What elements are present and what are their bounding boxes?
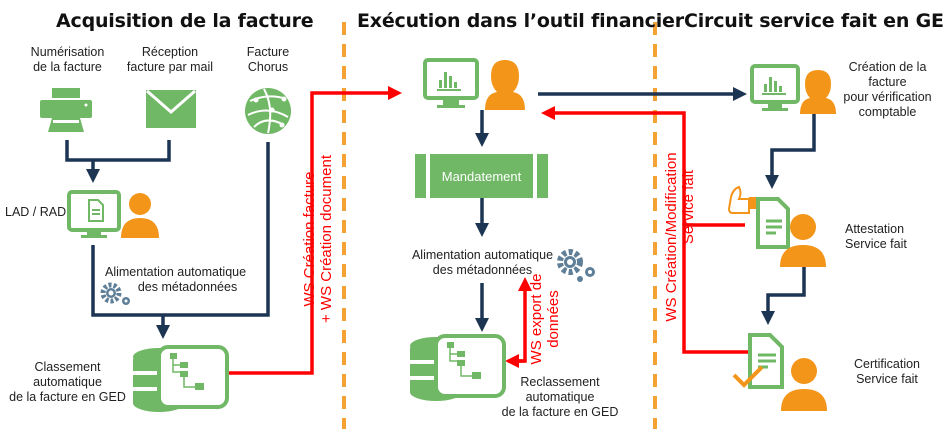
flow-arrow: [761, 265, 806, 325]
section-title-circuit: Circuit service fait en GED: [684, 10, 945, 32]
finance-workstation-icon: [423, 58, 525, 110]
flow-arrow: [65, 140, 171, 162]
mandatement-label: Mandatement: [430, 154, 533, 198]
certification-document-icon: [732, 333, 827, 411]
lad-rad-label: LAD / RAD: [5, 205, 67, 219]
ws-export-flow: [508, 277, 532, 363]
ws-creation-flow: [228, 86, 402, 375]
globe-network-icon: [245, 88, 291, 134]
printer-icon: [40, 88, 92, 132]
gears-icon: [100, 282, 130, 305]
mandatement-step: Mandatement: [415, 154, 550, 198]
lad-rad-workstation-icon: [67, 190, 159, 238]
ged-database-icon: [133, 345, 229, 412]
mail-icon: [146, 90, 196, 128]
attestation-document-icon: [727, 185, 826, 267]
flow-arrow: [91, 142, 270, 317]
ged-database-icon: [410, 334, 506, 401]
ws-creation-label: WS Création facture+ WS Création documen…: [301, 155, 335, 323]
ws-modif-flow: [541, 106, 686, 225]
flow-arrow: [765, 112, 816, 189]
ws-modif-flow: [682, 223, 750, 354]
section-title-acquisition: Acquisition de la facture: [56, 10, 314, 32]
section-title-execution: Exécution dans l’outil financier: [357, 10, 684, 32]
verification-workstation-icon: [750, 64, 836, 114]
gears-icon: [557, 249, 595, 282]
